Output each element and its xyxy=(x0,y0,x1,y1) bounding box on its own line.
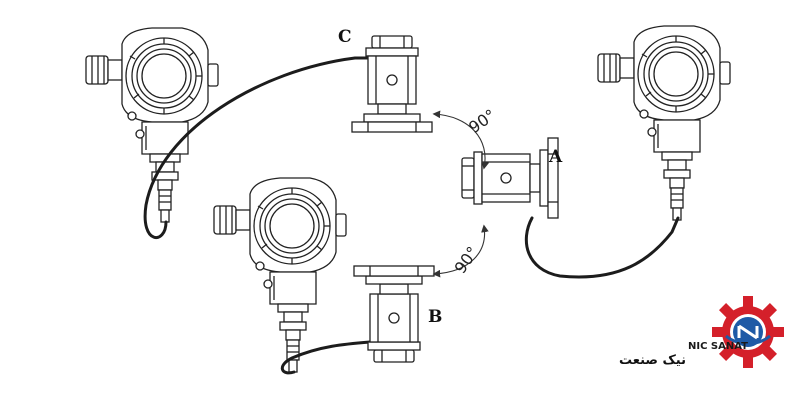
rotation-arrow-icon xyxy=(432,110,490,170)
company-name-en: NIC SANAT xyxy=(688,341,748,352)
sensor-cable xyxy=(143,56,372,239)
sensor-module-icon xyxy=(351,35,433,133)
sensor-cable xyxy=(280,340,372,375)
position-label-b: B xyxy=(428,307,442,327)
sensor-cable xyxy=(524,216,680,279)
sensor-module-icon xyxy=(461,137,559,219)
company-logo xyxy=(712,296,784,368)
angle-label-upper: 90° xyxy=(465,105,499,137)
transmitter-housing-icon xyxy=(213,177,347,373)
position-label-a: A xyxy=(548,147,563,167)
company-name-fa: نیک صنعت xyxy=(619,353,686,368)
sensor-module-icon xyxy=(353,265,435,363)
rotation-arrow-icon xyxy=(432,224,489,278)
position-label-c: C xyxy=(338,27,352,47)
transmitter-housing-icon xyxy=(597,25,731,221)
angle-label-lower: 90° xyxy=(451,243,483,277)
